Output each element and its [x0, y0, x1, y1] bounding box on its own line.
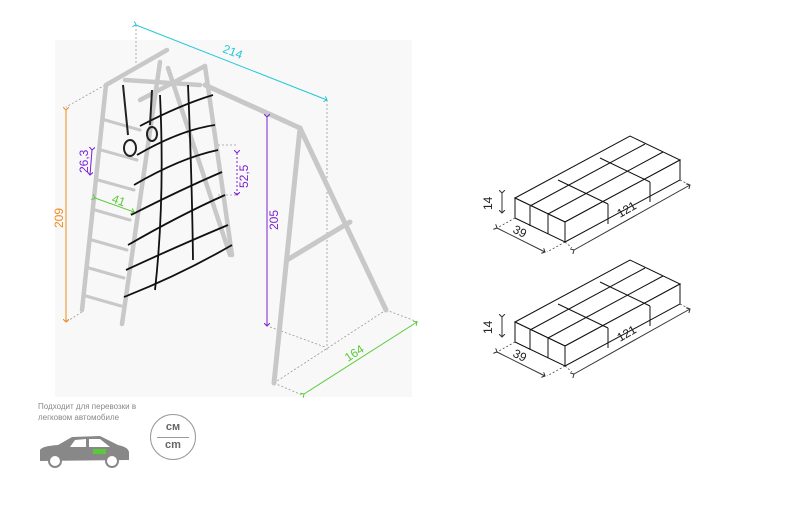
dimension-total-height: 209 [52, 110, 66, 322]
swing-frame [202, 82, 389, 386]
units-bottom: cm [165, 439, 181, 451]
package-2-height: 14 [481, 320, 495, 334]
car-icon [40, 436, 129, 468]
dimension-rung-spacing: 26,3 [77, 149, 92, 175]
dimension-beam-height: 205 [267, 117, 281, 326]
dimension-net-cell: 52,5 [237, 153, 251, 195]
svg-text:26,3: 26,3 [77, 149, 91, 173]
package-1-height: 14 [481, 196, 495, 210]
units-badge: см cm [150, 414, 196, 460]
package-1-width: 39 [511, 222, 530, 241]
package-box-2: 14 39 121 [481, 259, 690, 376]
dimension-width: 214 [136, 25, 327, 100]
car-transport-note: Подходит для перевозки в легковом автомо… [38, 402, 137, 422]
dimension-depth: 164 [304, 322, 417, 394]
svg-text:164: 164 [342, 342, 367, 365]
package-box-1: 14 39 121 [481, 135, 690, 252]
svg-text:214: 214 [221, 42, 245, 62]
dimension-ladder-width: 41 [95, 192, 134, 212]
guide-lines [65, 25, 419, 396]
units-divider [157, 437, 189, 438]
package-2-width: 39 [511, 346, 530, 365]
units-top: см [165, 421, 181, 433]
svg-text:52,5: 52,5 [237, 164, 251, 188]
svg-text:209: 209 [52, 208, 66, 228]
svg-text:205: 205 [267, 210, 281, 230]
svg-text:41: 41 [110, 192, 128, 210]
